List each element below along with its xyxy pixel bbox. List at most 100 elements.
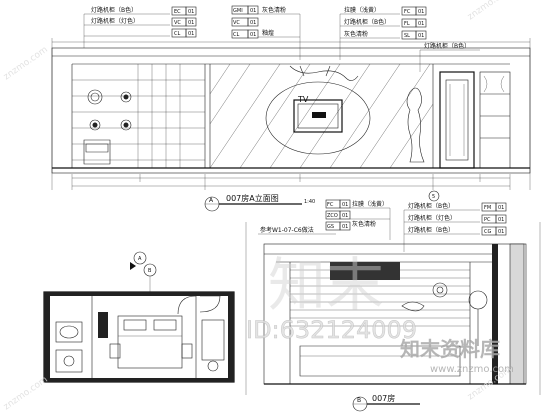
- callout-label: 拉膜（浅黄）: [344, 6, 380, 14]
- material-code: SL: [404, 33, 410, 39]
- section-number: 5: [432, 194, 435, 200]
- decor-ornament: [401, 301, 425, 312]
- dimension-ticks: [71, 174, 511, 190]
- material-code: CG: [484, 229, 491, 235]
- bathtub: [55, 321, 83, 343]
- crown-ornament: [289, 65, 359, 81]
- wall-clock: [432, 282, 448, 298]
- marker-letter: A: [209, 197, 214, 204]
- chair: [207, 360, 219, 372]
- side-cabinet: [479, 71, 511, 169]
- door-swing: [199, 295, 221, 313]
- watermark-corner: znzmo.com: [2, 375, 50, 413]
- drawing-title: 007房: [372, 393, 395, 403]
- vertical-stripes: [137, 64, 181, 168]
- material-code: 01: [498, 217, 504, 223]
- elevation-b-title: B 007房: [352, 393, 420, 412]
- elevation-a-title: A 007房A立面图 1:40 5: [204, 190, 440, 212]
- callout-label: 拉膜（浅黄）: [352, 200, 388, 208]
- callout-label: 灯路机柜（B色）: [408, 202, 454, 210]
- watermark-id: ID:632124009: [246, 316, 417, 344]
- vanity: [55, 349, 83, 373]
- plan-marker: B: [148, 268, 152, 274]
- material-code: EC: [174, 9, 181, 15]
- material-code: 01: [188, 31, 194, 37]
- material-code: 01: [188, 20, 194, 26]
- lamp: [468, 290, 488, 310]
- drawing-title: 007房A立面图: [226, 193, 279, 203]
- material-code: 01: [188, 9, 194, 15]
- left-wall-panels: [71, 64, 206, 168]
- wall-sconce-group: [87, 89, 132, 131]
- material-code: FM: [484, 205, 491, 211]
- room-outline: [43, 291, 235, 383]
- callouts-right: 拉膜（浅黄） 灯路机柜（B色） 灰色清粉 FC 01 FL 01 SL 01 灯…: [339, 6, 480, 72]
- callouts-left: 灯路机柜（B色） 灯路机柜（灯色） EC 01 VC 01 CL 01: [83, 6, 197, 48]
- material-code: 01: [418, 9, 424, 15]
- material-code: ZCO: [327, 213, 338, 219]
- material-code: FC: [327, 202, 334, 208]
- ceiling-panel: [330, 262, 400, 280]
- callout-label: 灯路机柜（B色）: [408, 226, 454, 234]
- plan-marker: A: [138, 256, 142, 262]
- elevation-frame: [51, 47, 531, 174]
- headboard-lines: [289, 262, 471, 384]
- material-code: 01: [498, 205, 504, 211]
- callout-label: 灯路机柜（灯色）: [91, 17, 139, 25]
- callouts-b-top: FC 01 ZCO 01 GS 01 拉膜（浅黄） 灰色清粉: [325, 199, 391, 240]
- material-code: 01: [342, 202, 348, 208]
- material-code: 01: [250, 8, 256, 14]
- nightstand: [109, 343, 121, 359]
- watermark-glyph: 知末: [268, 251, 384, 319]
- callout-label: 灯路机柜（灯色）: [408, 214, 456, 222]
- material-code: GS: [327, 224, 334, 230]
- section-marker: [428, 190, 440, 202]
- desk: [201, 319, 225, 361]
- callout-label: 灯路机柜（B色）: [344, 18, 390, 26]
- watermark-url: www.znzmo.com: [430, 364, 514, 375]
- tv-wall: TV: [209, 63, 434, 169]
- material-code: CL: [233, 32, 239, 38]
- drawing-scale: 1:40: [304, 199, 315, 205]
- callout-label: 灰色清粉: [262, 6, 286, 14]
- material-code: 01: [342, 224, 348, 230]
- door-swing: [177, 295, 197, 315]
- material-code: 01: [418, 33, 424, 39]
- elevation-a: TV: [51, 5, 531, 212]
- callout-label: 灰色清粉: [344, 30, 368, 38]
- armchair: [83, 139, 111, 165]
- callouts-b-right: 灯路机柜（B色） 灯路机柜（灯色） 灯路机柜（B色） FM 01 PC 01 C…: [403, 202, 507, 252]
- floor-plan: A B: [43, 251, 235, 383]
- material-code: CL: [174, 31, 180, 37]
- material-code: PC: [484, 217, 491, 223]
- material-code: VC: [174, 20, 181, 26]
- watermark-brand: 知末资料库: [400, 337, 500, 361]
- material-code: FL: [404, 21, 410, 27]
- material-code: 01: [250, 20, 256, 26]
- watermark-corner: znzmo.com: [2, 45, 50, 83]
- column: [98, 312, 108, 338]
- material-code: 01: [342, 213, 348, 219]
- tv-screen: [293, 99, 343, 133]
- callout-label: 灯路机柜（B色）: [91, 6, 137, 14]
- reference-note: 参考W1-07-C6做法: [260, 226, 314, 234]
- bed-elevation: [299, 345, 461, 377]
- watermark-corner: znzmo.com: [466, 0, 514, 22]
- callout-label: 灯路机柜（B色）: [424, 42, 470, 50]
- callout-label: 灰色清粉: [352, 220, 376, 228]
- callout-label: 釉煌: [262, 29, 274, 37]
- bed: [117, 315, 183, 369]
- material-code: 01: [418, 21, 424, 27]
- tv-label: TV: [297, 95, 309, 104]
- marker-letter: B: [357, 397, 361, 404]
- nightstand: [181, 343, 193, 359]
- oval-frame: [265, 81, 371, 155]
- elevation-b: FC 01 ZCO 01 GS 01 拉膜（浅黄） 灰色清粉 灯路机柜（B色） …: [245, 199, 541, 412]
- material-code: VC: [233, 20, 240, 26]
- statue: [406, 87, 425, 163]
- material-code: FC: [404, 9, 411, 15]
- material-code: GMI: [233, 8, 243, 14]
- callouts-mid: GMI 01 VC 01 CL 01 灰色清粉 釉煌: [231, 5, 301, 60]
